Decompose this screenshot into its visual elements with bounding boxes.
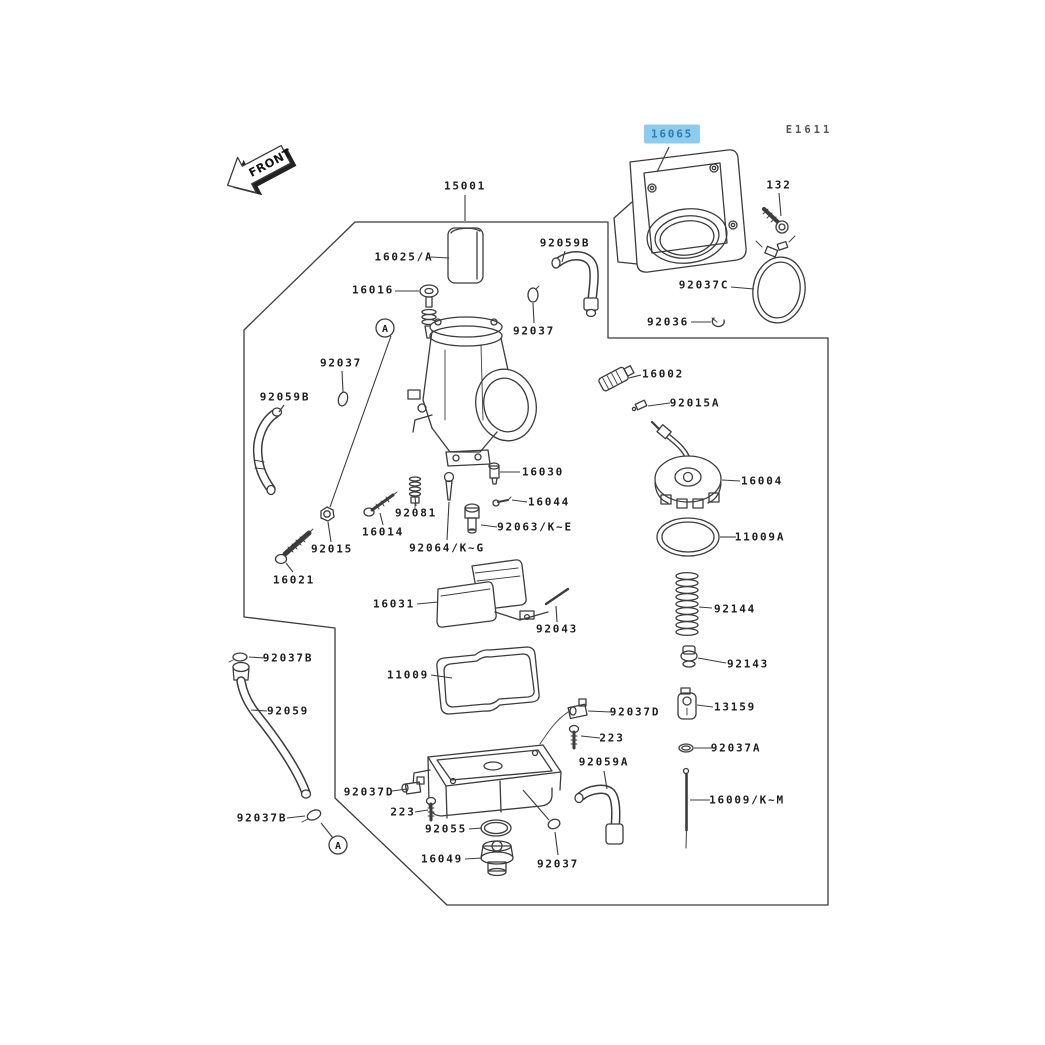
part-label-16031[interactable]: 16031: [372, 597, 416, 611]
part-label-92144[interactable]: 92144: [713, 602, 757, 616]
part-label-92037[interactable]: 92037: [319, 356, 363, 370]
part-label-16004[interactable]: 16004: [740, 474, 784, 488]
hose-92059b-top-drawing: [551, 251, 599, 318]
fitting-92037d-right-drawing: [567, 698, 588, 720]
float-bowl-drawing: [412, 711, 569, 819]
screw-223-left-drawing: [425, 796, 437, 822]
carburetor-body-drawing: [407, 316, 537, 467]
part-label-92063ke[interactable]: 92063/K~E: [497, 520, 573, 534]
float-16031-drawing: [436, 559, 549, 628]
part-label-16016[interactable]: 16016: [351, 283, 395, 297]
needle-16009-drawing: [682, 767, 690, 849]
part-label-92043[interactable]: 92043: [535, 622, 579, 636]
gasket-11009a-drawing: [656, 517, 720, 557]
jet-92064-drawing: [443, 471, 455, 501]
bolt-132-drawing: [762, 207, 789, 234]
pin-16044-drawing: [492, 496, 512, 507]
valve-16030-drawing: [488, 462, 500, 485]
part-label-92081[interactable]: 92081: [394, 506, 438, 520]
screw-16014-drawing: [363, 491, 398, 517]
part-label-92037d[interactable]: 92037D: [343, 785, 395, 799]
part-92143-drawing: [680, 645, 698, 668]
part-label-16009km[interactable]: 16009/K~M: [709, 793, 785, 807]
clip-92037-bottom-drawing: [522, 789, 561, 830]
part-label-15001[interactable]: 15001: [443, 179, 487, 193]
adjuster-16002-drawing: [598, 365, 635, 392]
part-label-92037[interactable]: 92037: [536, 857, 580, 871]
part-label-16065[interactable]: 16065: [643, 124, 701, 144]
part-label-16049[interactable]: 16049: [420, 852, 464, 866]
callout-a-top-letter: A: [382, 324, 388, 335]
hose-92059b-left-drawing: [252, 407, 283, 496]
part-label-11009[interactable]: 11009: [386, 668, 430, 682]
clip-92037-top-drawing: [527, 285, 540, 303]
diagram-code: E1611: [785, 124, 833, 136]
clip-92037-left-drawing: [337, 391, 349, 407]
part-label-92037b[interactable]: 92037B: [262, 651, 314, 665]
clip-92037b-bottom-drawing: [301, 809, 322, 823]
part-label-92064kg[interactable]: 92064/K~G: [409, 541, 485, 555]
part-label-92059a[interactable]: 92059A: [578, 755, 630, 769]
part-label-16002[interactable]: 16002: [641, 367, 685, 381]
clip-92036-drawing: [711, 317, 725, 328]
part-label-11009a[interactable]: 11009A: [734, 530, 786, 544]
part-label-92055[interactable]: 92055: [424, 822, 468, 836]
callout-a-bottom-letter: A: [335, 841, 341, 852]
part-label-132[interactable]: 132: [766, 178, 792, 192]
spring-92081-drawing: [408, 476, 422, 509]
part-label-16025a[interactable]: 16025/A: [374, 250, 434, 264]
bolt-16021-drawing: [274, 528, 314, 565]
part-label-13159[interactable]: 13159: [713, 700, 757, 714]
gasket-11009-drawing: [436, 646, 540, 715]
leader-lines: [248, 146, 782, 860]
part-label-92037c[interactable]: 92037C: [678, 278, 730, 292]
part-label-92037a[interactable]: 92037A: [710, 741, 762, 755]
part-label-16030[interactable]: 16030: [521, 465, 565, 479]
part-label-92143[interactable]: 92143: [726, 657, 770, 671]
hose-92059-drawing: [232, 661, 312, 799]
hose-92059a-drawing: [574, 784, 624, 845]
spring-92144-drawing: [675, 571, 699, 637]
plug-16049-drawing: [480, 840, 514, 877]
callout-a-bottom: A: [328, 835, 348, 855]
pin-92015a-drawing: [631, 399, 648, 412]
clip-92037b-top-drawing: [228, 652, 248, 663]
clamp-92037c-drawing: [752, 235, 806, 324]
cap-16004-drawing: [650, 420, 722, 509]
part-label-92059b[interactable]: 92059B: [539, 236, 591, 250]
nut-92015-drawing: [320, 506, 335, 522]
pin-92043-drawing: [544, 587, 570, 606]
part-label-223[interactable]: 223: [390, 805, 416, 819]
assembly-boundary: [243, 221, 829, 906]
jet-92063-drawing: [464, 503, 480, 534]
part-label-92059[interactable]: 92059: [266, 704, 310, 718]
part-label-92037b[interactable]: 92037B: [236, 811, 288, 825]
part-label-16044[interactable]: 16044: [527, 495, 571, 509]
callout-a-top: A: [375, 318, 395, 338]
part-label-92037d[interactable]: 92037D: [609, 705, 661, 719]
part-label-92036[interactable]: 92036: [646, 315, 690, 329]
part-label-92015[interactable]: 92015: [310, 542, 354, 556]
cap-16025-drawing: [447, 227, 484, 284]
oring-92037a-drawing: [678, 743, 694, 753]
part-label-16021[interactable]: 16021: [272, 573, 316, 587]
screw-223-right-drawing: [568, 724, 580, 750]
part-label-223[interactable]: 223: [599, 731, 625, 745]
part-label-92037[interactable]: 92037: [512, 324, 556, 338]
part-label-92015a[interactable]: 92015A: [669, 396, 721, 410]
part-label-92059b[interactable]: 92059B: [259, 390, 311, 404]
part-label-16014[interactable]: 16014: [361, 525, 405, 539]
part-13159-drawing: [677, 687, 697, 720]
carburetor-holder-drawing: [613, 149, 747, 273]
